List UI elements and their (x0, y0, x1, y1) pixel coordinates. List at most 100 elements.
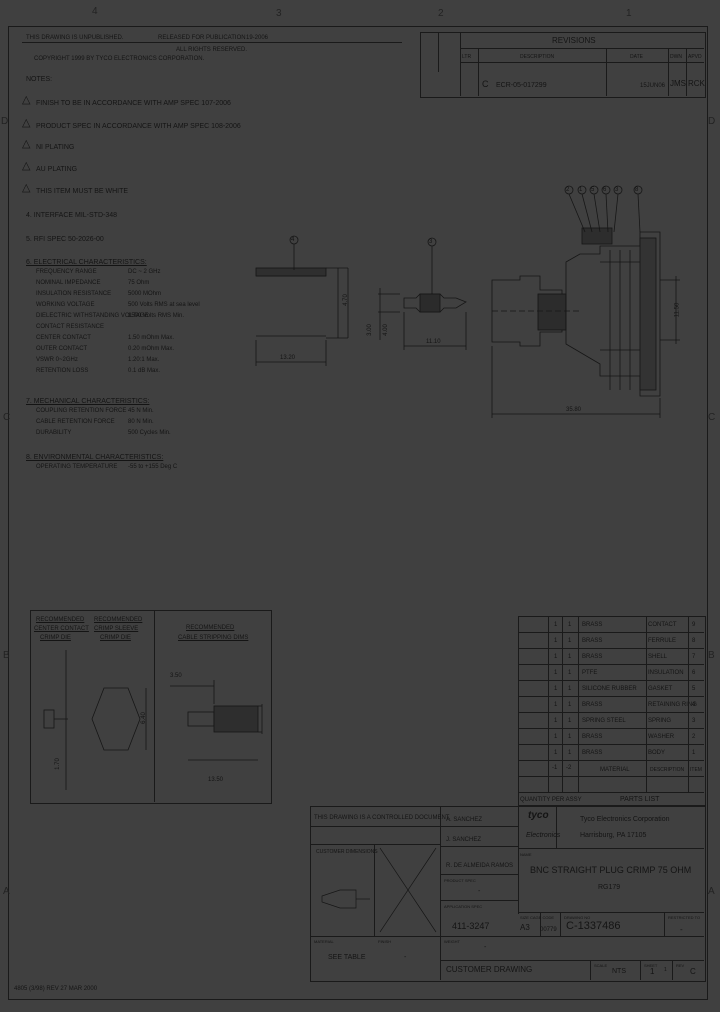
rev-col-date: DATE (630, 54, 643, 60)
electrical-label: CONTACT RESISTANCE (36, 324, 105, 330)
tool-col2-l2: CRIMP SLEEVE (94, 626, 139, 632)
parts-row-rule (518, 696, 704, 697)
parts-row-rule (518, 664, 704, 665)
sheet-value: 1 (650, 967, 655, 976)
parts-cell: 4 (692, 702, 696, 708)
parts-cell: 7 (692, 654, 696, 660)
electrical-value: 1500 Volts RMS Min. (128, 313, 185, 319)
rev-apvd: RCK (688, 79, 705, 88)
parts-cell: 1 (554, 622, 558, 628)
header-year: 19-2006 (246, 35, 269, 41)
drawing-number: C-1337486 (566, 920, 621, 932)
parts-dash-1: -1 (552, 765, 558, 771)
parts-cell: BRASS (582, 734, 603, 740)
parts-cell: BRASS (582, 654, 603, 660)
callout-4: 4 (291, 237, 295, 243)
parts-cell: FERRULE (648, 638, 677, 644)
dim-35-80: 35.80 (566, 407, 582, 413)
note-item-1: FINISH TO BE IN ACCORDANCE WITH AMP SPEC… (36, 100, 231, 107)
tool-col1-l2: CENTER CONTACT (34, 626, 89, 632)
parts-row-rule (518, 744, 704, 745)
electronics-logo: Electronics (526, 832, 561, 839)
electrical-value: 1.50 mOhm Max. (128, 335, 175, 341)
parts-cell: 1 (554, 654, 558, 660)
parts-cell: 1 (568, 734, 572, 740)
zone-top-3: 3 (276, 8, 282, 19)
dim-11-10: 11.10 (426, 339, 441, 345)
parts-cell: PTFE (582, 670, 598, 676)
appvd-name: R. DE ALMEIDA RAMOS (446, 863, 514, 869)
zone-top-1: 1 (626, 8, 632, 19)
size-value: A3 (520, 923, 530, 932)
company-location: Harrisburg, PA 17105 (580, 832, 647, 839)
notes-heading: NOTES: (26, 76, 53, 83)
parts-dash-2: -2 (566, 765, 572, 771)
scale-value: NTS (612, 968, 626, 975)
electrical-value: DC ~ 2 GHz (128, 269, 161, 275)
parts-col-rule (578, 616, 579, 792)
parts-cell: 1 (568, 654, 572, 660)
parts-cell: 1 (554, 670, 558, 676)
product-spec-value: - (478, 888, 481, 895)
tool-col2-l3: CRIMP DIE (100, 635, 131, 641)
parts-col-rule (562, 616, 563, 792)
electrical-heading: 6. ELECTRICAL CHARACTERISTICS: (26, 259, 147, 266)
parts-cell: BRASS (582, 638, 603, 644)
customer-dims-label: CUSTOMER DIMENSIONS (316, 849, 378, 855)
tool-col1-l1: RECOMMENDED (36, 617, 85, 623)
zone-top-2: 2 (438, 8, 444, 19)
name-label: NAME (520, 852, 532, 857)
callout-5: 5 (591, 187, 595, 193)
company-name: Tyco Electronics Corporation (580, 816, 670, 823)
electrical-label: FREQUENCY RANGE (36, 269, 97, 275)
electrical-value: 0.1 dB Max. (128, 368, 161, 374)
parts-list-label: PARTS LIST (620, 796, 660, 803)
callout-6: 6 (603, 187, 607, 193)
mechanical-label: DURABILITY (36, 430, 72, 436)
parts-cell: 5 (692, 686, 696, 692)
header-released: RELEASED FOR PUBLICATION (158, 35, 246, 41)
size-label: SIZE (520, 915, 529, 920)
tool-col3-l1: RECOMMENDED (186, 625, 235, 631)
parts-cell: 1 (568, 638, 572, 644)
rev-col-apvd: APVD (688, 54, 702, 60)
rev-value: C (690, 967, 696, 976)
restricted-label: RESTRICTED TO (668, 915, 701, 920)
parts-cell: 1 (554, 734, 558, 740)
rev-date: 15JUN06 (640, 83, 666, 89)
mechanical-value: 80 N Min. (128, 419, 154, 425)
parts-cell: 2 (692, 734, 696, 740)
parts-row-rule (518, 680, 704, 681)
parts-col-rule (646, 616, 647, 792)
electrical-value: 500 Volts RMS at sea level (128, 302, 200, 308)
parts-cell: BRASS (582, 750, 603, 756)
note-triangle-5: △ (22, 182, 31, 194)
footer-form: 4805 (3/98) REV 27 MAR 2000 (14, 986, 98, 992)
parts-cell: 1 (554, 638, 558, 644)
zone-side-b: B (3, 650, 10, 661)
product-subtitle: RG179 (598, 884, 621, 891)
dwn-name: A. SANCHEZ (446, 817, 483, 823)
rev-col-ltr: LTR (462, 54, 472, 60)
parts-cell: SPRING STEEL (582, 718, 626, 724)
weight-label: WEIGHT (444, 939, 460, 944)
parts-cell: INSULATION (648, 670, 684, 676)
parts-col-rule (688, 616, 689, 792)
parts-cell: 1 (568, 622, 572, 628)
tool-col2-l1: RECOMMENDED (94, 617, 143, 623)
parts-cell: BRASS (582, 622, 603, 628)
environmental-heading: 8. ENVIRONMENTAL CHARACTERISTICS: (26, 454, 164, 461)
parts-list (518, 616, 706, 806)
note-item-7: 5. RFI SPEC 50-2026-00 (26, 236, 104, 243)
mechanical-value: 45 N Min. (128, 408, 154, 414)
header-unpublished: THIS DRAWING IS UNPUBLISHED. (26, 35, 124, 41)
application-spec-value: 411-3247 (452, 921, 490, 931)
electrical-label: RETENTION LOSS (36, 368, 89, 374)
parts-cell: 9 (692, 622, 696, 628)
parts-cell: 1 (554, 750, 558, 756)
tool-col1-l3: CRIMP DIE (40, 635, 71, 641)
mechanical-value: 500 Cycles Min. (128, 430, 171, 436)
sheet-label: SHEET (644, 963, 658, 968)
